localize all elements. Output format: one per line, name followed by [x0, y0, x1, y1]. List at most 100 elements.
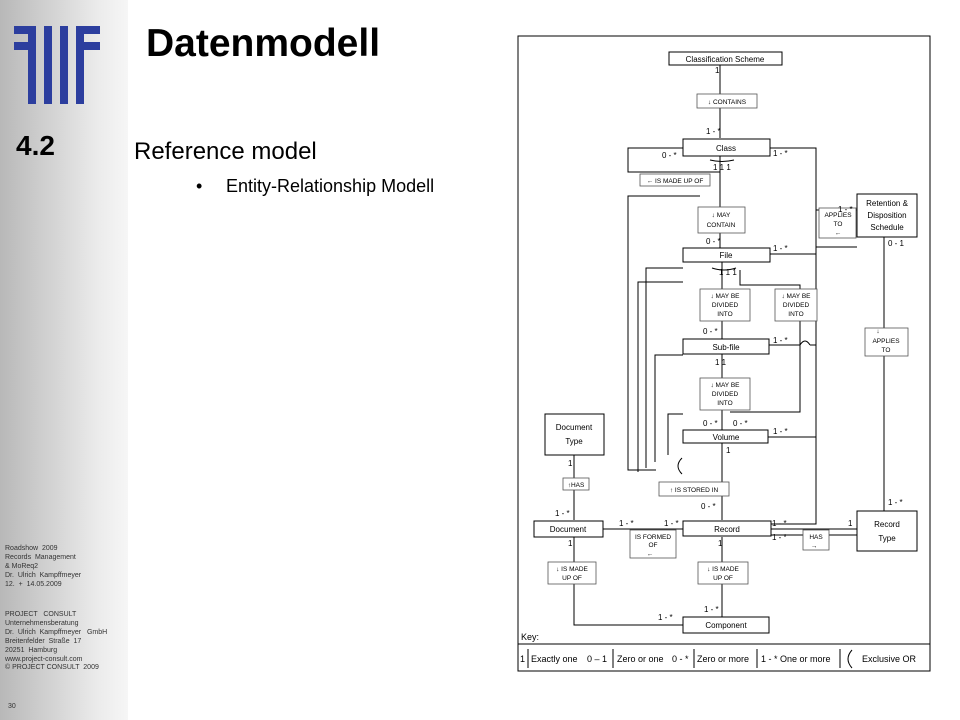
card-doc-right: 1 - * — [619, 519, 634, 528]
rel-text-applies-b-3: TO — [882, 347, 891, 354]
rel-may-contain — [697, 206, 746, 234]
entity-component — [682, 616, 770, 634]
key-title: Key: — [521, 632, 539, 642]
card-comp-left: 1 - * — [658, 613, 673, 622]
page-number: 30 — [8, 703, 16, 710]
label-doctype-2: Type — [565, 437, 583, 446]
slide-title: Datenmodell — [146, 22, 381, 65]
rel-text-has-rectype-1: HAS — [809, 534, 823, 541]
entity-document-type — [544, 413, 605, 456]
label-retention-1: Retention & — [866, 199, 908, 208]
rel-text-applies-b-1: ↓ — [876, 328, 879, 335]
key-one-more: 1 - * — [761, 654, 778, 664]
rel-applies-to-a — [818, 207, 857, 239]
card-scheme: 1 — [715, 66, 720, 75]
er-diagram: Classification Scheme Class File Sub-fil… — [517, 35, 931, 672]
label-rectype-1: Record — [874, 520, 900, 529]
card-subfile-bottom: 1 1 — [715, 358, 727, 367]
card-doctype-bottom: 1 — [568, 459, 573, 468]
rel-text-divided-c-2: DIVIDED — [712, 391, 739, 398]
card-rec-bottom: 1 — [718, 539, 723, 548]
card-doc-top: 1 - * — [555, 509, 570, 518]
label-component: Component — [705, 621, 747, 630]
rel-doc-made-up — [547, 561, 597, 585]
label-retention-2: Disposition — [867, 211, 906, 220]
entity-record-type — [856, 510, 918, 552]
card-volume-left: 0 - * — [703, 419, 718, 428]
key-xor-label: Exclusive OR — [862, 654, 917, 664]
label-classification-scheme: Classification Scheme — [686, 55, 765, 64]
card-volume-right: 1 - * — [773, 427, 788, 436]
label-rectype-2: Type — [878, 534, 896, 543]
key-one: 1 — [520, 654, 525, 664]
card-volume-bottom: 1 — [726, 446, 731, 455]
card-file-top: 0 - * — [706, 237, 721, 246]
key-zero-one-label: Zero or one — [617, 654, 664, 664]
rel-text-applies-a-3: ← — [835, 230, 842, 237]
rel-text-applies-b-2: APPLIES — [872, 338, 900, 345]
key-zero-more: 0 - * — [672, 654, 689, 664]
card-class-top: 1 - * — [706, 127, 721, 136]
rel-text-applies-a-2: TO — [834, 221, 843, 228]
rel-text-rec-made-1: ↓ IS MADE — [707, 566, 739, 573]
entity-volume — [682, 429, 769, 444]
rel-rec-made-up — [697, 561, 749, 585]
slide-subtitle: Reference model — [134, 138, 317, 165]
key-zero-one: 0 – 1 — [587, 654, 607, 664]
rel-text-doc-made-2: UP OF — [562, 575, 582, 582]
rel-divided-into-c — [699, 377, 751, 411]
card-rec-right-a: 1 - * — [772, 519, 787, 528]
rel-contains — [696, 93, 758, 109]
key-one-label: Exactly one — [531, 654, 578, 664]
entity-document — [533, 520, 604, 538]
rel-text-divided-a-1: ↓ MAY BE — [710, 293, 740, 300]
event-info: Roadshow 2009 Records Management & MoReq… — [5, 545, 82, 588]
rel-divided-into-a — [699, 288, 751, 322]
rel-text-formed-3: ← — [647, 551, 654, 558]
entity-class — [682, 138, 771, 157]
card-doc-bottom: 1 — [568, 539, 573, 548]
card-class-self: 0 - * — [662, 151, 677, 160]
section-number: 4.2 — [16, 130, 55, 161]
rel-applies-to-b — [864, 327, 909, 357]
rel-text-divided-c-1: ↓ MAY BE — [710, 382, 740, 389]
card-file-right: 1 - * — [773, 244, 788, 253]
rel-text-applies-a-1: APPLIES — [824, 212, 852, 219]
card-rec-right-b: 1 - * — [772, 533, 787, 542]
entity-classification-scheme — [668, 51, 783, 66]
rel-text-divided-b-3: INTO — [788, 311, 803, 318]
rel-made-up-of — [639, 173, 711, 187]
card-file-bottom: 1 1 1 — [719, 268, 737, 277]
label-document: Document — [550, 525, 587, 534]
card-comp-top: 1 - * — [704, 605, 719, 614]
rel-divided-into-b — [774, 288, 818, 322]
rel-text-has-doctype: ↑HAS — [568, 482, 585, 489]
card-class-bottom: 1 1 1 — [713, 163, 731, 172]
rel-has-rectype — [802, 529, 830, 551]
label-record: Record — [714, 525, 740, 534]
label-retention-3: Schedule — [870, 223, 904, 232]
card-retention-right: 1 - * — [838, 205, 853, 214]
bullet-text: Entity-Relationship Modell — [226, 176, 435, 196]
label-class: Class — [716, 144, 736, 153]
rel-text-divided-a-3: INTO — [717, 311, 732, 318]
rel-text-divided-a-2: DIVIDED — [712, 302, 739, 309]
company-info: PROJECT CONSULT Unternehmensberatung Dr.… — [5, 611, 108, 672]
label-doctype-1: Document — [556, 423, 593, 432]
rel-text-formed-2: OF — [648, 542, 657, 549]
sidebar: 4.2 Roadshow 2009 Records Management & M… — [0, 0, 128, 720]
rel-text-divided-b-2: DIVIDED — [783, 302, 810, 309]
label-subfile: Sub-file — [712, 343, 740, 352]
entity-file — [682, 247, 771, 263]
entity-retention-schedule — [856, 193, 918, 238]
card-subfile-right: 1 - * — [773, 336, 788, 345]
entity-subfile — [682, 338, 770, 355]
rel-text-may-contain-1: ↓ MAY — [712, 212, 731, 219]
project-consult-logo — [14, 26, 100, 104]
card-rectype-left: 1 — [848, 519, 853, 528]
card-subfile-top: 0 - * — [703, 327, 718, 336]
rel-text-formed-1: IS FORMED — [635, 534, 671, 541]
label-volume: Volume — [713, 433, 740, 442]
rel-text-may-contain-2: CONTAIN — [707, 222, 736, 229]
rel-stored-in — [658, 481, 730, 497]
